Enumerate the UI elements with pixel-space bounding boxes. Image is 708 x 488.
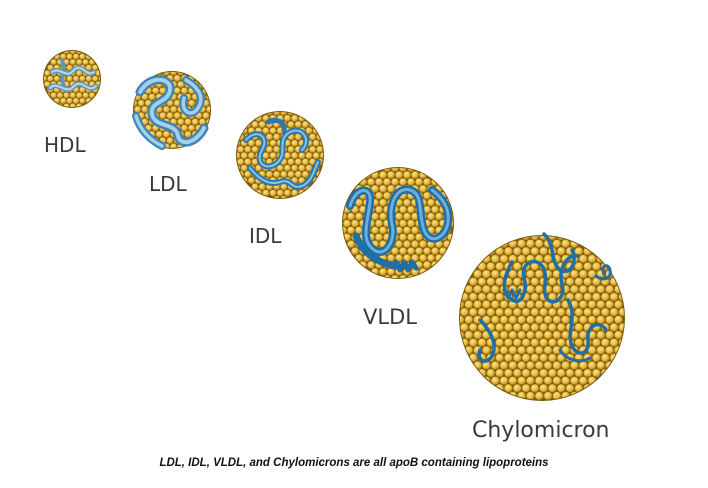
chylomicron-particle	[456, 232, 627, 401]
label-vldl: VLDL	[363, 305, 417, 329]
label-idl: IDL	[249, 224, 281, 248]
hdl-particle	[41, 48, 105, 109]
label-chylomicron: Chylomicron	[472, 418, 610, 443]
ldl-particle	[131, 69, 213, 150]
idl-particle	[234, 109, 327, 203]
vldl-particle	[339, 164, 458, 282]
label-hdl: HDL	[44, 133, 86, 157]
label-ldl: LDL	[149, 172, 187, 196]
figure-caption: LDL, IDL, VLDL, and Chylomicrons are all…	[0, 457, 708, 469]
